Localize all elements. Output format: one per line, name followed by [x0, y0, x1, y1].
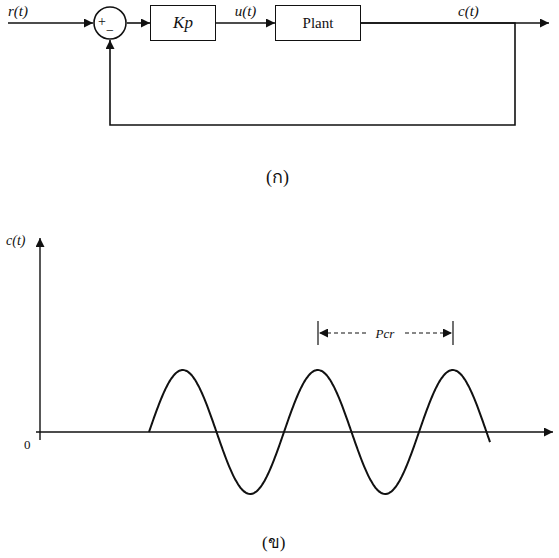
- period-tick: [452, 321, 453, 345]
- figure-label: (ก): [266, 168, 289, 186]
- oscillation-curve: [149, 370, 490, 494]
- signal-name: u(t): [233, 2, 259, 20]
- x-axis: [36, 431, 553, 432]
- plus-sign: +: [98, 14, 106, 30]
- y-axis: [39, 238, 40, 440]
- period-tick: [317, 321, 318, 345]
- period-arrow: [319, 332, 366, 333]
- origin-label: 0: [24, 436, 31, 454]
- signal-connector: [216, 22, 275, 24]
- axis-label: c(t): [6, 232, 25, 250]
- block-text: Kp: [173, 14, 193, 32]
- figure-label: (ข): [262, 534, 285, 552]
- plant-block: Plant: [275, 5, 361, 41]
- oscillation-wave: [149, 370, 490, 494]
- block-text: Plant: [303, 14, 334, 32]
- summing-junction: +−: [93, 6, 127, 40]
- gain-block: Kp: [150, 5, 216, 41]
- input-line: [8, 22, 93, 24]
- minus-sign: −: [106, 23, 114, 39]
- output-signal: c(t): [458, 2, 479, 20]
- signal-connector: [127, 22, 150, 24]
- period-arrow: [405, 332, 452, 333]
- period-label: Pcr: [376, 325, 395, 343]
- input-signal: r(t): [8, 2, 28, 20]
